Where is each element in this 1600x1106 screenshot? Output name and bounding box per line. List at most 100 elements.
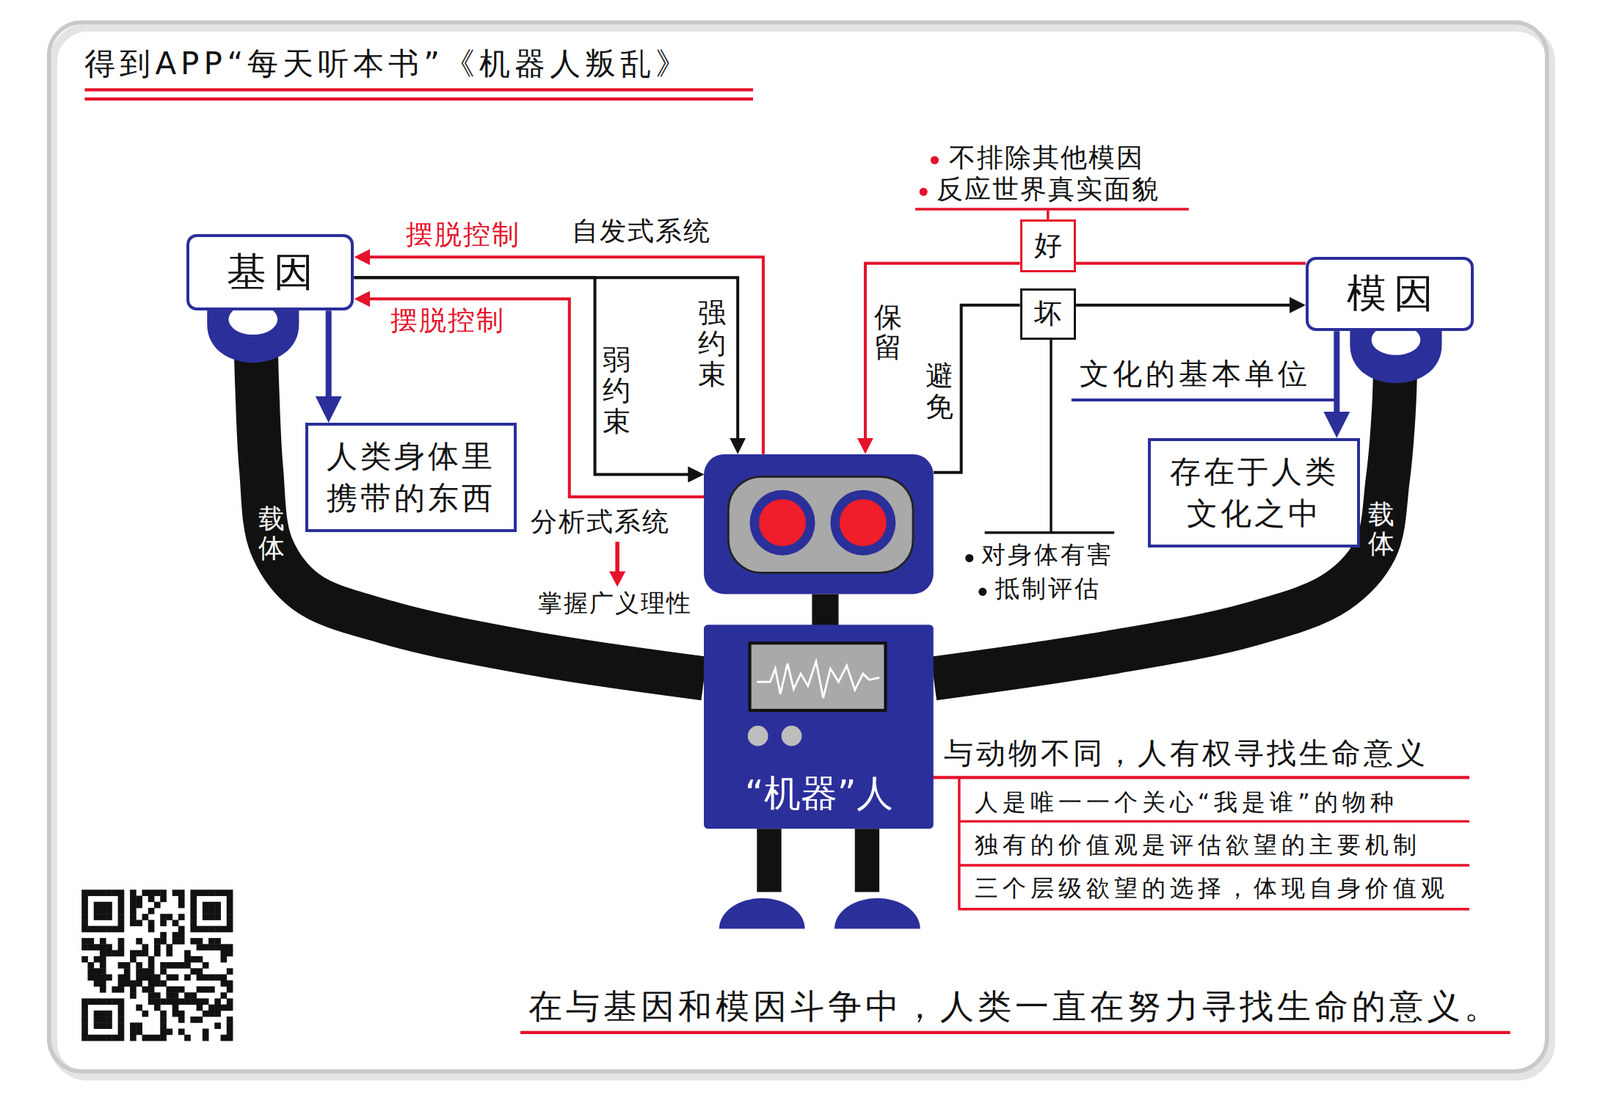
connector bbox=[325, 310, 332, 410]
qr-module bbox=[135, 902, 143, 909]
qr-module bbox=[99, 980, 107, 988]
qr-module bbox=[196, 937, 204, 945]
qr-module bbox=[226, 913, 234, 921]
qr-module bbox=[135, 980, 143, 988]
robot-hand bbox=[206, 303, 299, 363]
qr-module bbox=[105, 1022, 113, 1029]
qr-module bbox=[165, 962, 173, 969]
qr-module bbox=[220, 956, 228, 963]
connector-label: 摆脱控制 bbox=[405, 220, 521, 251]
qr-module bbox=[148, 926, 155, 933]
robot-foot bbox=[719, 897, 806, 929]
qr-module bbox=[196, 956, 204, 963]
qr-module bbox=[220, 950, 228, 958]
qr-module bbox=[129, 889, 137, 897]
qr-module bbox=[87, 943, 94, 951]
qr-module bbox=[99, 913, 107, 921]
qr-module bbox=[118, 950, 125, 958]
summary-item: 人是唯一一个关心“我是谁”的物种 bbox=[974, 789, 1399, 816]
qr-module bbox=[160, 1028, 167, 1036]
qr-module bbox=[202, 889, 210, 897]
qr-module bbox=[202, 1028, 210, 1036]
qr-module bbox=[165, 913, 173, 921]
qr-module bbox=[118, 1004, 125, 1012]
qr-module bbox=[118, 998, 125, 1005]
qr-module bbox=[154, 992, 161, 999]
qr-module bbox=[135, 962, 143, 969]
qr-module bbox=[190, 913, 197, 921]
connector-label: 保留 bbox=[874, 302, 903, 365]
qr-module bbox=[172, 1010, 180, 1018]
robot-leg bbox=[855, 828, 880, 892]
judgement-box: 坏 bbox=[1020, 288, 1076, 340]
qr-module bbox=[105, 913, 113, 921]
robot-button bbox=[781, 725, 803, 747]
qr-module bbox=[208, 889, 216, 897]
qr-module bbox=[190, 907, 197, 915]
qr-module bbox=[196, 926, 204, 933]
qr-module bbox=[165, 986, 173, 994]
qr-module bbox=[154, 943, 161, 951]
note-text: 反应世界真实面貌 bbox=[936, 174, 1160, 205]
qr-module bbox=[81, 943, 89, 951]
qr-module bbox=[148, 968, 155, 975]
qr-module bbox=[81, 907, 89, 915]
qr-module bbox=[93, 902, 101, 909]
qr-module bbox=[184, 956, 191, 963]
note-text: 对身体有害 bbox=[981, 541, 1114, 569]
node-text: “机器”人 bbox=[703, 771, 934, 816]
qr-module bbox=[118, 973, 125, 981]
qr-module bbox=[214, 889, 221, 897]
qr-module bbox=[172, 992, 180, 999]
qr-module bbox=[99, 889, 107, 897]
qr-module bbox=[226, 986, 234, 994]
qr-module bbox=[135, 937, 143, 945]
qr-module bbox=[226, 889, 234, 897]
pointer-arrowhead bbox=[609, 571, 626, 588]
qr-module bbox=[208, 902, 216, 909]
qr-module bbox=[81, 913, 89, 921]
note-text: 不排除其他模因 bbox=[948, 143, 1145, 173]
qr-module bbox=[226, 919, 234, 927]
page-title: 得到APP“每天听本书”《机器人叛乱》 bbox=[84, 46, 691, 81]
qr-module bbox=[190, 992, 197, 999]
qr-module bbox=[220, 926, 228, 933]
qr-module bbox=[178, 998, 185, 1005]
qr-module bbox=[190, 1016, 197, 1024]
qr-module bbox=[81, 1022, 89, 1029]
connector bbox=[1075, 262, 1306, 265]
bracket-line bbox=[959, 819, 1470, 823]
qr-module bbox=[99, 937, 107, 945]
robot-leg bbox=[757, 828, 782, 892]
qr-module bbox=[87, 973, 94, 981]
qr-module bbox=[178, 962, 185, 969]
qr-module bbox=[118, 962, 125, 969]
connector-label: 避免 bbox=[925, 361, 954, 423]
qr-module bbox=[172, 962, 180, 969]
qr-module bbox=[135, 968, 143, 975]
qr-module bbox=[226, 1034, 234, 1042]
qr-module bbox=[196, 1016, 204, 1024]
qr-module bbox=[99, 962, 107, 969]
qr-module bbox=[148, 973, 155, 981]
qr-module bbox=[142, 986, 149, 994]
qr-module bbox=[202, 907, 210, 915]
qr-module bbox=[154, 937, 161, 945]
qr-module bbox=[148, 919, 155, 927]
qr-module bbox=[178, 986, 185, 994]
qr-module bbox=[148, 1034, 155, 1042]
qr-module bbox=[220, 1034, 228, 1042]
qr-module bbox=[220, 1004, 228, 1012]
qr-module bbox=[208, 937, 216, 945]
qr-module bbox=[129, 1022, 137, 1029]
bracket-line bbox=[959, 863, 1470, 867]
description-box: 人类身体里携带的东西 bbox=[305, 422, 517, 533]
qr-module bbox=[226, 943, 234, 951]
qr-module bbox=[81, 902, 89, 909]
robot-screen bbox=[750, 642, 886, 711]
qr-module bbox=[118, 1034, 125, 1042]
qr-module bbox=[87, 962, 94, 969]
qr-module bbox=[184, 973, 191, 981]
qr-module bbox=[148, 998, 155, 1005]
qr-module bbox=[118, 889, 125, 897]
